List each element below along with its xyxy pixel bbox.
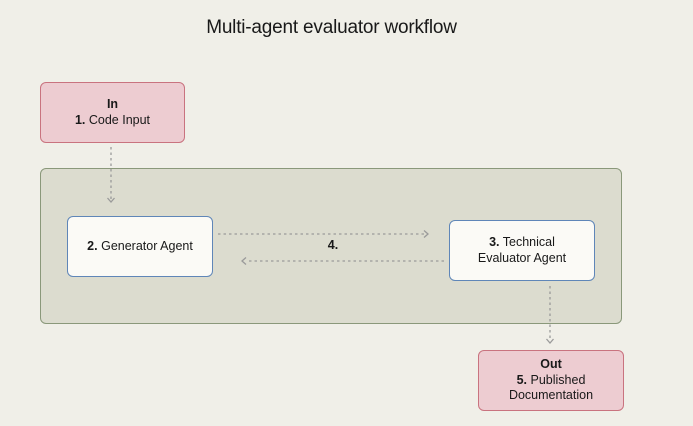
generator-step-number: 2. [87,238,98,253]
output-node: Out 5. Published Documentation [478,350,624,411]
evaluator-step-number: 3. [489,235,500,249]
diagram-title: Multi-agent evaluator workflow [206,17,457,38]
output-step-number: 5. [516,372,528,387]
generator-agent-node: 2. Generator Agent [67,216,213,277]
input-heading: In [106,97,119,111]
output-label-1: Published [530,372,586,387]
evaluator-label-line1: 3. Technical [489,235,555,251]
generator-label: Generator Agent [101,238,193,253]
arrowhead-down-generator [107,197,115,203]
input-step-number: 1. [74,112,86,127]
output-label-line1: 5. Published [517,373,586,389]
input-label-line: 1. Code Input [75,113,150,129]
arrowhead-right-evaluator [423,230,429,238]
arrowhead-down-output [546,338,554,344]
input-label: Code Input [88,112,151,127]
evaluator-label-1: Technical [502,235,555,249]
loop-step-label: 4. [327,238,339,252]
output-label-2: Documentation [508,388,594,403]
arrowhead-left-generator [241,257,247,265]
generator-label-line: 2. Generator Agent [87,239,193,255]
evaluator-label-2: Evaluator Agent [477,250,567,265]
input-node: In 1. Code Input [40,82,185,143]
evaluator-agent-node: 3. Technical Evaluator Agent [449,220,595,281]
output-heading: Out [540,357,562,372]
